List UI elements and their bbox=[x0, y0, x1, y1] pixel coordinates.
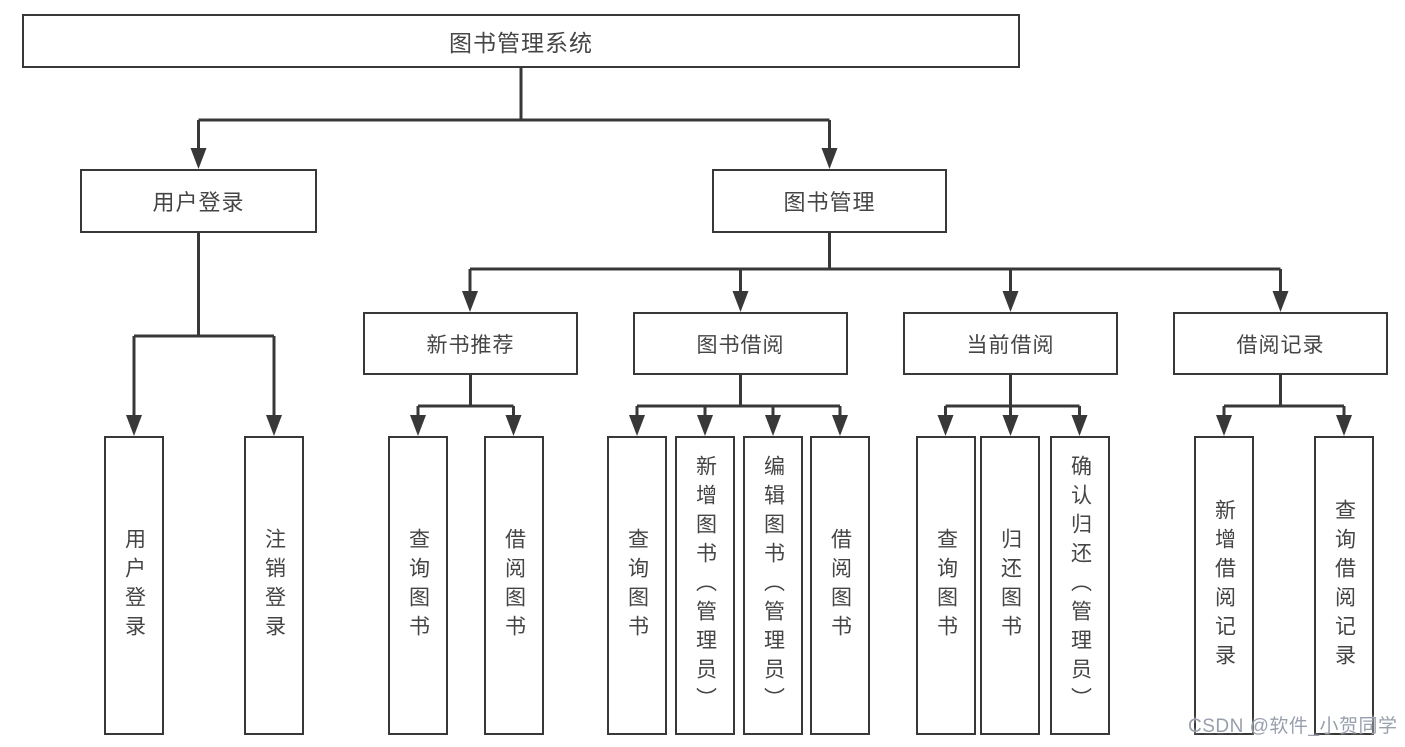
leaf-cb-confirm-return-admin-label: 确认归还（管理员） bbox=[1068, 455, 1092, 716]
node-user-login-label: 用户登录 bbox=[152, 190, 245, 215]
node-book-borrow-label: 图书借阅 bbox=[696, 333, 785, 357]
node-new-book-recommend: 新书推荐 bbox=[363, 312, 578, 375]
node-current-borrow-label: 当前借阅 bbox=[966, 333, 1055, 357]
leaf-br-add-record: 新增借阅记录 bbox=[1194, 436, 1254, 735]
leaf-cb-query-books: 查询图书 bbox=[916, 436, 976, 735]
node-borrow-records-label: 借阅记录 bbox=[1236, 333, 1325, 357]
leaf-br-add-record-label: 新增借阅记录 bbox=[1212, 498, 1236, 673]
node-borrow-records: 借阅记录 bbox=[1173, 312, 1388, 375]
leaf-bb-query-books-label: 查询图书 bbox=[625, 527, 649, 644]
leaf-bb-add-books-admin: 新增图书（管理员） bbox=[675, 436, 735, 735]
node-book-management-label: 图书管理 bbox=[783, 190, 876, 215]
leaf-user-login-label: 用户登录 bbox=[122, 527, 146, 644]
leaf-bb-edit-books-admin-label: 编辑图书（管理员） bbox=[761, 455, 785, 716]
leaf-cb-query-books-label: 查询图书 bbox=[934, 527, 958, 644]
leaf-br-query-record-label: 查询借阅记录 bbox=[1332, 498, 1356, 673]
node-book-borrow: 图书借阅 bbox=[633, 312, 848, 375]
leaf-user-login: 用户登录 bbox=[104, 436, 164, 735]
leaf-bb-query-books: 查询图书 bbox=[607, 436, 667, 735]
leaf-cb-confirm-return-admin: 确认归还（管理员） bbox=[1050, 436, 1110, 735]
csdn-watermark: CSDN @软件_小贺同学 bbox=[1188, 716, 1398, 737]
leaf-logout-label: 注销登录 bbox=[262, 527, 286, 644]
node-book-management: 图书管理 bbox=[712, 169, 947, 233]
leaf-bb-borrow-books-label: 借阅图书 bbox=[828, 527, 852, 644]
leaf-nbr-query-books: 查询图书 bbox=[388, 436, 448, 735]
leaf-cb-return-books: 归还图书 bbox=[980, 436, 1040, 735]
leaf-nbr-query-books-label: 查询图书 bbox=[406, 527, 430, 644]
node-new-book-recommend-label: 新书推荐 bbox=[426, 333, 515, 357]
node-root: 图书管理系统 bbox=[22, 14, 1020, 68]
leaf-nbr-borrow-books: 借阅图书 bbox=[484, 436, 544, 735]
leaf-bb-edit-books-admin: 编辑图书（管理员） bbox=[743, 436, 803, 735]
node-root-label: 图书管理系统 bbox=[449, 30, 593, 56]
leaf-cb-return-books-label: 归还图书 bbox=[998, 527, 1022, 644]
leaf-bb-add-books-admin-label: 新增图书（管理员） bbox=[693, 455, 717, 716]
leaf-bb-borrow-books: 借阅图书 bbox=[810, 436, 870, 735]
node-user-login: 用户登录 bbox=[80, 169, 317, 233]
node-current-borrow: 当前借阅 bbox=[903, 312, 1118, 375]
leaf-logout: 注销登录 bbox=[244, 436, 304, 735]
leaf-nbr-borrow-books-label: 借阅图书 bbox=[502, 527, 526, 644]
leaf-br-query-record: 查询借阅记录 bbox=[1314, 436, 1374, 735]
